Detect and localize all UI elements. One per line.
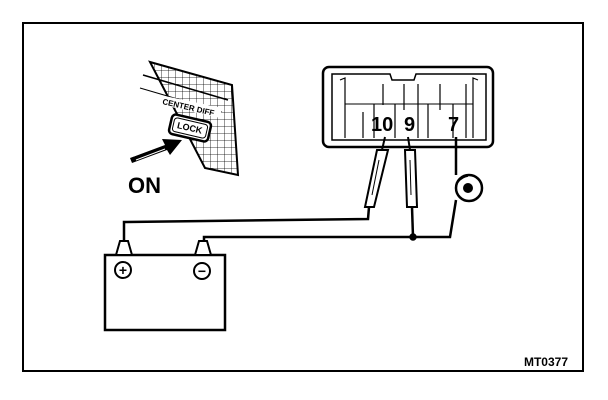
figure-code: MT0377 [524, 355, 568, 369]
pin-label-7: 7 [448, 114, 459, 136]
positive-terminal-icon: + [114, 261, 132, 279]
wire-negative [202, 199, 458, 242]
center-diff-switch-panel: CENTER DIFF LOCK ON [128, 60, 240, 198]
press-arrow-icon [130, 139, 182, 163]
battery: + − [103, 240, 227, 332]
test-probe-pin-10 [363, 136, 390, 208]
test-probe-pin-9 [403, 136, 419, 208]
positive-symbol: + [119, 262, 127, 278]
wire-pin-9 [410, 206, 415, 238]
negative-terminal-icon: − [193, 262, 211, 280]
negative-symbol: − [198, 263, 206, 279]
indicator-bulb-icon [454, 137, 484, 203]
wire-positive [122, 206, 371, 242]
wiring [122, 199, 458, 242]
pin-label-10: 10 [371, 114, 393, 136]
connector: 10 9 7 [321, 65, 495, 149]
lock-button: LOCK [167, 113, 213, 143]
pin-label-9: 9 [404, 114, 415, 136]
diagram-frame [22, 22, 584, 372]
on-label: ON [128, 173, 161, 198]
